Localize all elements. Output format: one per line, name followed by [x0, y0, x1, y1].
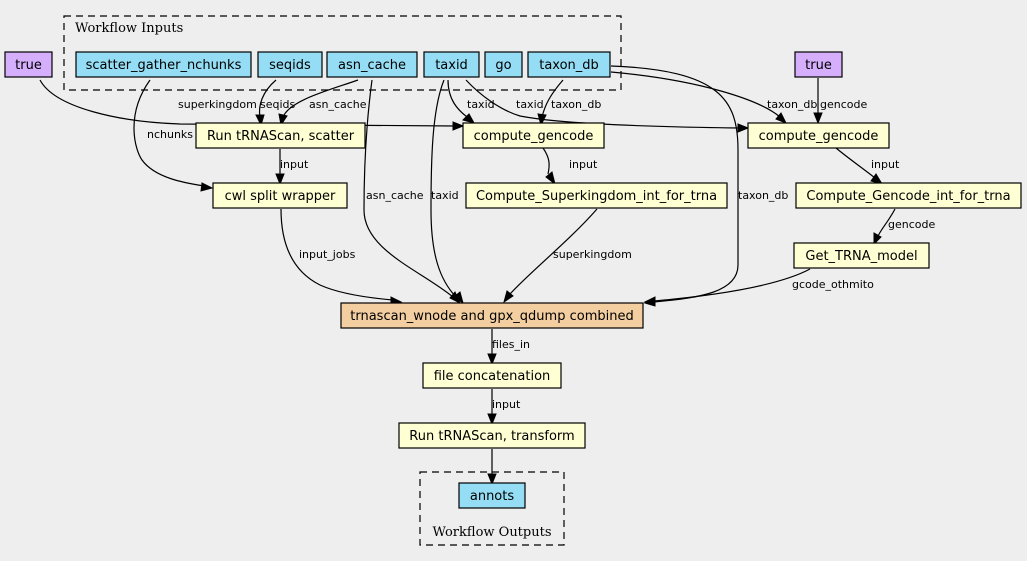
edge-superkingdom-combined: superkingdom — [503, 208, 632, 304]
step-compute-gencode-1[interactable]: compute_gencode — [462, 122, 605, 149]
step-compute-superkingdom[interactable]: Compute_Superkingdom_int_for_trna — [465, 182, 728, 209]
edge-split-combined: input_jobs — [280, 208, 403, 306]
node-label: seqids — [269, 58, 311, 73]
edge-seqids: seqids — [255, 79, 296, 127]
edge-label: gencode — [820, 98, 867, 111]
edge-scatter-split: input — [275, 149, 309, 186]
output-annots[interactable]: annots — [458, 482, 526, 509]
edge-label: asn_cache — [366, 189, 424, 202]
edge-true-gencode: gencode — [813, 78, 867, 125]
edge-gencodeint-model: gencode — [873, 208, 935, 246]
edge-label: input — [492, 398, 521, 411]
step-compute-gencode-2[interactable]: compute_gencode — [747, 122, 890, 149]
edge-label: taxid — [467, 98, 495, 111]
node-label: true — [15, 58, 42, 73]
edge-concat-transform: input — [487, 389, 521, 426]
edge-gencode1-superkingdom: input — [542, 147, 598, 186]
node-label: taxon_db — [539, 58, 599, 73]
workflow-inputs-label: Workflow Inputs — [75, 21, 183, 36]
node-label: asn_cache — [338, 58, 406, 73]
node-label: file concatenation — [434, 369, 551, 384]
edge-true-superkingdom: superkingdom — [39, 79, 465, 131]
step-cwl-split-wrapper[interactable]: cwl split wrapper — [212, 182, 348, 209]
step-run-trnascan-scatter[interactable]: Run tRNAScan, scatter — [195, 122, 366, 149]
step-file-concatenation[interactable]: file concatenation — [422, 362, 562, 389]
node-label: annots — [470, 489, 514, 504]
edge-gencode2-gencodeint: input — [835, 147, 900, 185]
edge-label: input — [569, 158, 598, 171]
node-label: Run tRNAScan, scatter — [207, 129, 355, 144]
constant-true-left[interactable]: true — [4, 51, 53, 78]
node-label: Compute_Gencode_int_for_trna — [806, 189, 1010, 204]
node-label: compute_gencode — [759, 129, 879, 144]
step-run-trnascan-transform[interactable]: Run tRNAScan, transform — [398, 422, 586, 449]
edge-label: superkingdom — [178, 98, 257, 111]
edge-nchunks: nchunks — [133, 79, 214, 192]
node-label: trnascan_wnode and gpx_qdump combined — [350, 309, 633, 324]
edge-label: files_in — [492, 338, 530, 351]
edge-label: taxon_db — [767, 98, 817, 111]
step-get-trna-model[interactable]: Get_TRNA_model — [793, 242, 930, 269]
edge-label: superkingdom — [553, 248, 632, 261]
workflow-inputs-cluster: Workflow Inputs — [63, 15, 622, 91]
edge-transform-annots — [487, 449, 497, 486]
edge-label: gencode — [888, 218, 935, 231]
edge-taxid-combined: taxid — [430, 79, 464, 305]
input-asn-cache[interactable]: asn_cache — [326, 51, 418, 78]
node-label: taxid — [435, 58, 468, 73]
edge-label: taxid — [431, 189, 459, 202]
edge-taxid-gencode1: taxid — [447, 79, 495, 124]
input-go[interactable]: go — [484, 51, 523, 78]
edge-model-combined: gcode_othmito — [643, 268, 874, 306]
edge-label: nchunks — [147, 128, 193, 141]
edge-label: taxon_db — [551, 98, 601, 111]
node-label: Compute_Superkingdom_int_for_trna — [476, 189, 717, 204]
edge-label: input — [280, 158, 309, 171]
input-taxid[interactable]: taxid — [423, 51, 480, 78]
input-seqids[interactable]: seqids — [257, 51, 323, 78]
edge-label: input_jobs — [299, 248, 356, 261]
edge-label: taxon_db — [738, 189, 788, 202]
input-taxon-db[interactable]: taxon_db — [527, 51, 611, 78]
node-label: go — [495, 58, 511, 73]
step-compute-gencode-int[interactable]: Compute_Gencode_int_for_trna — [795, 182, 1022, 209]
node-label: cwl split wrapper — [225, 189, 336, 204]
edge-label: seqids — [260, 98, 296, 111]
node-label: compute_gencode — [474, 129, 594, 144]
edge-label: gcode_othmito — [792, 278, 874, 291]
input-scatter-gather-nchunks[interactable]: scatter_gather_nchunks — [75, 51, 252, 78]
edge-label: asn_cache — [309, 98, 367, 111]
edge-taxondb-gencode1: taxon_db — [537, 79, 601, 127]
step-trnascan-gpx-combined[interactable]: trnascan_wnode and gpx_qdump combined — [340, 302, 644, 329]
edge-label: taxid — [516, 98, 544, 111]
node-label: Run tRNAScan, transform — [409, 429, 574, 444]
edge-label: input — [871, 158, 900, 171]
edge-combined-concat: files_in — [487, 329, 530, 366]
node-label: true — [805, 58, 832, 73]
node-label: Get_TRNA_model — [805, 249, 917, 264]
constant-true-right[interactable]: true — [794, 51, 843, 78]
edge-asn-scatter: asn_cache — [278, 79, 367, 127]
workflow-outputs-label: Workflow Outputs — [433, 525, 552, 540]
node-label: scatter_gather_nchunks — [86, 58, 242, 73]
edge-taxondb-gencode2: taxon_db — [610, 71, 817, 124]
